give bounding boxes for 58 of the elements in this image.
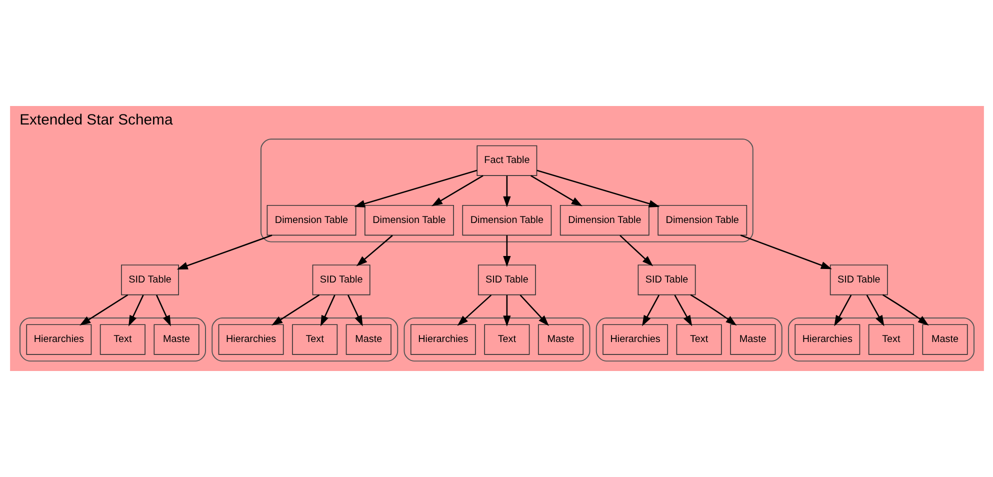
node-box: Maste — [538, 324, 584, 355]
arrow — [271, 294, 320, 326]
arrow — [866, 294, 884, 326]
arrow — [530, 175, 582, 206]
node-box: Maste — [345, 324, 391, 355]
arrow — [882, 294, 928, 326]
cluster — [211, 318, 398, 362]
arrow — [834, 294, 852, 326]
cluster — [19, 318, 206, 362]
node-box: Hierarchies — [794, 324, 860, 355]
arrow — [176, 234, 272, 270]
node-box: SID Table — [312, 264, 370, 296]
arrow — [155, 294, 170, 326]
node-box: SID Table — [829, 264, 888, 296]
node-box: Text — [868, 324, 914, 355]
node-box: Maste — [153, 324, 199, 355]
cluster — [595, 318, 782, 362]
node-box: Hierarchies — [218, 324, 284, 355]
node-box: Dimension Table — [657, 204, 747, 236]
cluster — [260, 138, 753, 242]
arrow — [502, 235, 510, 267]
arrow — [353, 170, 477, 208]
node-box: Dimension Table — [559, 204, 649, 236]
node-box: Dimension Table — [266, 204, 356, 236]
node-box: Dimension Table — [364, 204, 454, 236]
node-box: Dimension Table — [462, 204, 552, 236]
arrow — [519, 294, 548, 326]
node-box: Fact Table — [476, 145, 537, 176]
node-box: SID Table — [477, 264, 536, 296]
node-box: Text — [99, 324, 145, 355]
node-box: Maste — [730, 324, 776, 355]
arrow — [79, 294, 128, 326]
cluster — [403, 318, 590, 362]
arrow — [128, 294, 144, 326]
node-box: Hierarchies — [410, 324, 476, 355]
node-box: SID Table — [637, 264, 696, 296]
arrow — [320, 294, 335, 326]
diagram-title: Extended Star Schema — [19, 112, 172, 129]
arrow — [456, 294, 492, 326]
arrow — [674, 294, 692, 326]
node-box: Text — [484, 324, 530, 355]
node-box: Hierarchies — [602, 324, 668, 355]
node-box: SID Table — [120, 264, 178, 296]
arrow — [356, 234, 392, 266]
arrow — [502, 176, 510, 208]
cluster — [788, 318, 974, 362]
arrow — [346, 294, 362, 326]
arrow — [431, 175, 483, 206]
arrow — [619, 234, 653, 266]
node-box: Text — [292, 324, 338, 355]
node-box: Maste — [922, 324, 968, 355]
arrow — [536, 170, 660, 208]
node-box: Text — [676, 324, 722, 355]
node-box: Hierarchies — [26, 324, 92, 355]
arrow — [740, 234, 832, 270]
arrow — [642, 294, 660, 326]
arrow — [502, 295, 510, 327]
arrow — [690, 294, 736, 326]
